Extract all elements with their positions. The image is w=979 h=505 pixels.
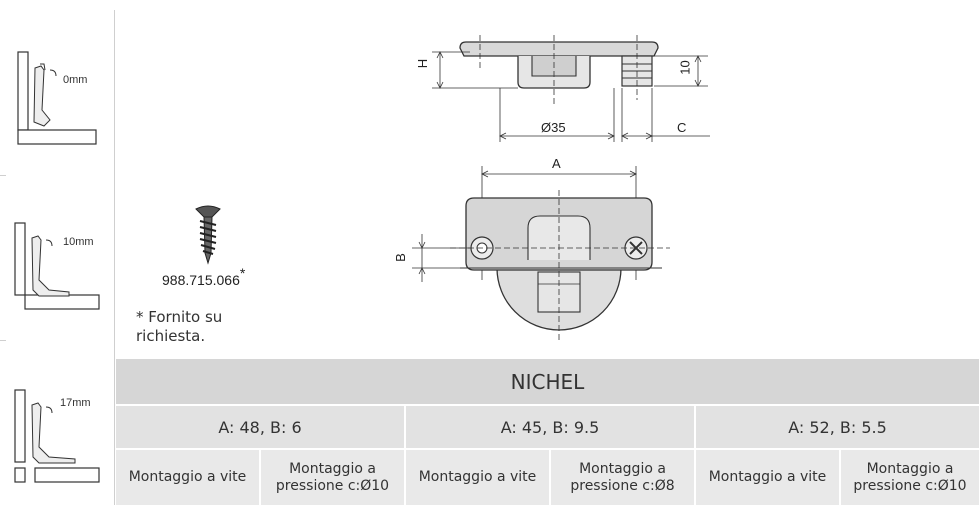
table-cell: Montaggio a pressione c:Ø10 <box>841 450 979 505</box>
dimension-label-c: C <box>677 120 687 135</box>
table-cell: Montaggio a vite <box>406 450 549 505</box>
mounting-label-17mm: 17mm <box>60 397 91 409</box>
side-view-drawing <box>432 35 710 142</box>
table-cell: Montaggio a vite <box>116 450 259 505</box>
mounting-label-10mm: 10mm <box>63 236 94 248</box>
screw-code: 988.715.066* <box>162 265 246 288</box>
dimension-label-b: B <box>392 253 408 262</box>
screw-code-asterisk: * <box>239 265 246 281</box>
dimension-label-10: 10 <box>677 60 693 75</box>
dimension-label-h: H <box>415 58 431 69</box>
left-divider-tick <box>0 175 6 176</box>
mounting-diagram-10mm <box>14 222 100 310</box>
mounting-diagram-0mm <box>17 51 97 145</box>
finish-table: NICHEL A: 48, B: 6 A: 45, B: 9.5 A: 52, … <box>116 359 979 505</box>
table-cell: Montaggio a pressione c:Ø10 <box>261 450 404 505</box>
supply-note: * Fornito su richiesta. <box>136 308 223 345</box>
mounting-diagram-17mm <box>14 389 100 483</box>
group-header-a48-b6: A: 48, B: 6 <box>116 406 404 448</box>
left-column-divider <box>114 10 115 505</box>
table-cell: Montaggio a pressione c:Ø8 <box>551 450 694 505</box>
group-header-a45-b95: A: 45, B: 9.5 <box>406 406 694 448</box>
table-title: NICHEL <box>116 359 979 404</box>
dimension-label-035: Ø35 <box>541 120 566 135</box>
screw-icon <box>195 205 221 265</box>
group-header-a52-b55: A: 52, B: 5.5 <box>696 406 979 448</box>
mounting-label-0mm: 0mm <box>63 74 88 86</box>
left-divider-tick <box>0 340 6 341</box>
dimension-label-a: A <box>552 156 561 171</box>
table-cell: Montaggio a vite <box>696 450 839 505</box>
top-view-drawing <box>412 166 670 340</box>
